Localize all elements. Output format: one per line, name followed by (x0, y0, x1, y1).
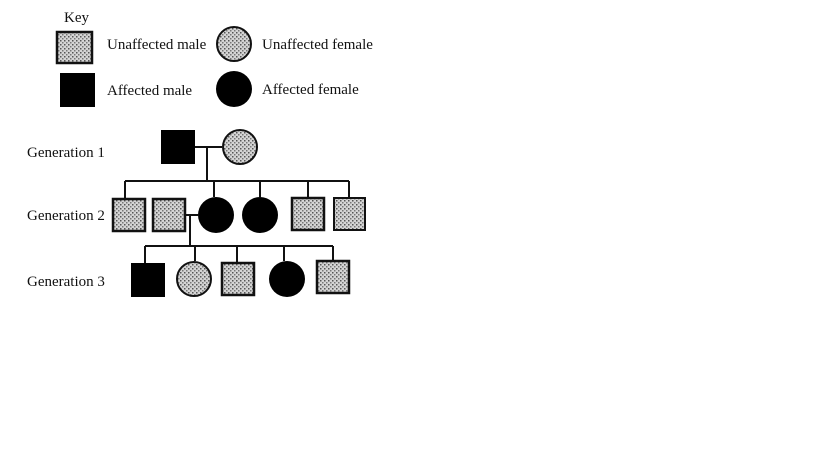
gen2-unaffected-male (111, 197, 147, 233)
generation-2-label: Generation 2 (27, 208, 105, 224)
gen3-unaffected-male (220, 261, 256, 297)
affected-male-key-label: Affected male (107, 83, 192, 99)
gen3-unaffected-male (315, 259, 351, 295)
gen2-unaffected-male (333, 197, 366, 231)
gen1-unaffected-female (222, 129, 258, 165)
unaffected-male-key-label: Unaffected male (107, 37, 207, 53)
gen2-affected-female (198, 197, 234, 233)
unaffected-female-key-symbol (216, 26, 252, 62)
unaffected-female-key-label: Unaffected female (262, 37, 373, 53)
affected-female-key-symbol (216, 71, 252, 107)
gen2-unaffected-male-spouse (151, 197, 187, 233)
gen3-unaffected-female (176, 261, 212, 297)
gen2-unaffected-male (290, 196, 326, 232)
gen2-affected-female (242, 197, 278, 233)
pedigree-lines (124, 146, 350, 263)
affected-male-key-symbol (60, 73, 95, 107)
gen3-affected-female (269, 261, 305, 297)
key-title: Key (64, 10, 89, 26)
generation-1-label: Generation 1 (27, 145, 105, 161)
unaffected-male-key-symbol (55, 30, 94, 65)
generation-3-label: Generation 3 (27, 274, 105, 290)
gen3-affected-male (131, 263, 165, 297)
affected-female-key-label: Affected female (262, 82, 359, 98)
gen1-affected-male (161, 130, 195, 164)
